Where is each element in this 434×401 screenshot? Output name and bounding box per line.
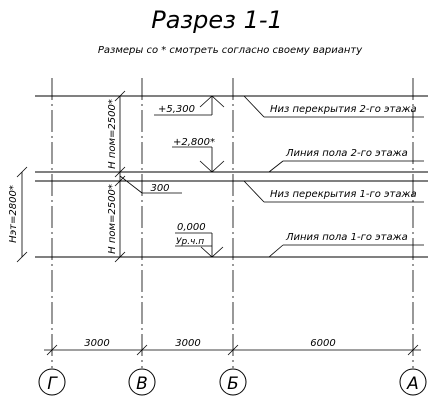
level-lines — [35, 95, 428, 258]
callout-ceiling-1: Низ перекрытия 1-го этажа — [270, 189, 417, 200]
axis-lines — [51, 78, 414, 368]
span-label-1: 3000 — [84, 338, 109, 349]
room-height-lower-label: Н пом=2500* — [107, 184, 118, 254]
svg-text:А: А — [406, 374, 419, 394]
level-floor2-label: +2,800* — [173, 137, 215, 148]
slab-leader — [119, 175, 182, 194]
axis-bubble-v: В — [128, 368, 156, 396]
drawing-subtitle: Размеры со * смотреть согласно своему ва… — [98, 45, 363, 56]
axis-bubble-a: А — [399, 368, 427, 396]
callout-ceiling-2: Низ перекрытия 2-го этажа — [270, 104, 417, 115]
slab-thickness-label: 300 — [150, 183, 169, 194]
floor-height-label: Нэт=2800* — [8, 185, 19, 243]
svg-text:Г: Г — [47, 374, 58, 394]
level-zero-label: 0,000 — [177, 222, 206, 233]
axis-bubble-b: Б — [219, 368, 247, 396]
svg-text:Б: Б — [227, 374, 239, 394]
svg-text:В: В — [136, 374, 148, 394]
span-dimension — [44, 344, 421, 356]
level-mark-floor2 — [172, 146, 225, 173]
level-top-label: +5,300 — [158, 104, 195, 115]
callout-floor-1: Линия пола 1-го этажа — [285, 232, 408, 243]
level-mark-top — [154, 95, 225, 116]
span-label-2: 3000 — [175, 338, 200, 349]
drawing-title: Разрез 1-1 — [151, 6, 283, 34]
callout-leaders — [243, 95, 424, 258]
level-zero-note: Ур.ч.п — [176, 237, 204, 247]
floor-height-dimension — [16, 166, 28, 263]
room-height-upper-label: Н пом=2500* — [107, 99, 118, 169]
callout-floor-2: Линия пола 2-го этажа — [285, 148, 408, 159]
level-mark-zero — [175, 232, 224, 258]
span-label-3: 6000 — [310, 338, 335, 349]
axis-bubble-g: Г — [38, 368, 66, 396]
